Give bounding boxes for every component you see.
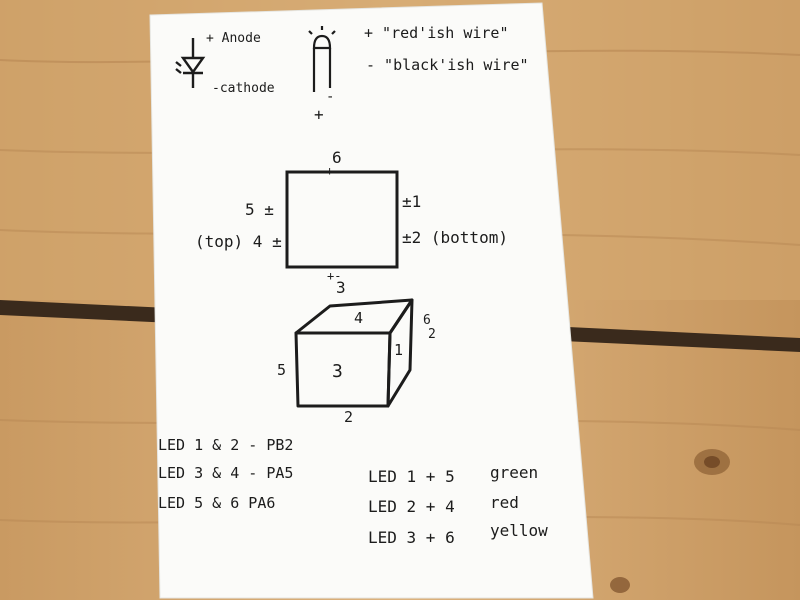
square-left-bottom: (top) 4 ± xyxy=(195,232,282,251)
cube-face-square xyxy=(285,170,399,269)
led-plus-mark: + xyxy=(314,105,324,124)
square-bottom-number: 3 xyxy=(336,278,346,297)
square-bottom-polarity: +- xyxy=(327,269,341,283)
cube-sketch xyxy=(294,298,414,408)
red-wire-note: + "red'ish wire" xyxy=(364,24,509,42)
wood-knot xyxy=(704,456,720,468)
square-top-number: 6 xyxy=(332,148,342,167)
pin-mapping-list: LED 1 & 2 - PB2 LED 3 & 4 - PA5 LED 5 & … xyxy=(158,436,293,512)
black-wire-note: - "black'ish wire" xyxy=(366,56,529,74)
cube-right-mark-2: 2 xyxy=(428,327,436,342)
cathode-label: -cathode xyxy=(212,81,275,96)
wood-knot xyxy=(610,577,630,593)
cube-right-mark: 6 xyxy=(423,313,431,328)
square-top-polarity: +- xyxy=(326,164,340,178)
square-right-top: ±1 xyxy=(402,192,421,211)
color-mapping-color: yellow xyxy=(490,521,548,540)
diode-symbol-icon xyxy=(175,38,206,88)
color-mapping-color: red xyxy=(490,493,519,512)
cube-top-face-label: 4 xyxy=(354,309,363,327)
color-mapping-color: green xyxy=(490,463,538,482)
color-mapping-list: LED 1 + 5 green LED 2 + 4 red LED 3 + 6 … xyxy=(368,463,548,547)
color-mapping-leds: LED 2 + 4 xyxy=(368,497,455,516)
anode-label: + Anode xyxy=(206,31,261,46)
cube-bottom-mark: 2 xyxy=(344,408,353,426)
pin-mapping-line: LED 1 & 2 - PB2 xyxy=(158,436,293,454)
cube-left-mark: 5 xyxy=(277,361,286,379)
square-left-top: 5 ± xyxy=(245,200,274,219)
square-right-bottom: ±2 (bottom) xyxy=(402,228,508,247)
color-mapping-leds: LED 3 + 6 xyxy=(368,528,455,547)
cube-front-face-label: 3 xyxy=(332,361,343,382)
pin-mapping-line: LED 5 & 6 PA6 xyxy=(158,494,275,512)
pin-mapping-line: LED 3 & 4 - PA5 xyxy=(158,464,293,482)
led-sketch-icon xyxy=(308,26,336,92)
color-mapping-leds: LED 1 + 5 xyxy=(368,467,455,486)
paper-sheet xyxy=(149,2,594,599)
cube-side-face-label: 1 xyxy=(394,341,403,359)
led-minus-mark: - xyxy=(326,89,334,105)
